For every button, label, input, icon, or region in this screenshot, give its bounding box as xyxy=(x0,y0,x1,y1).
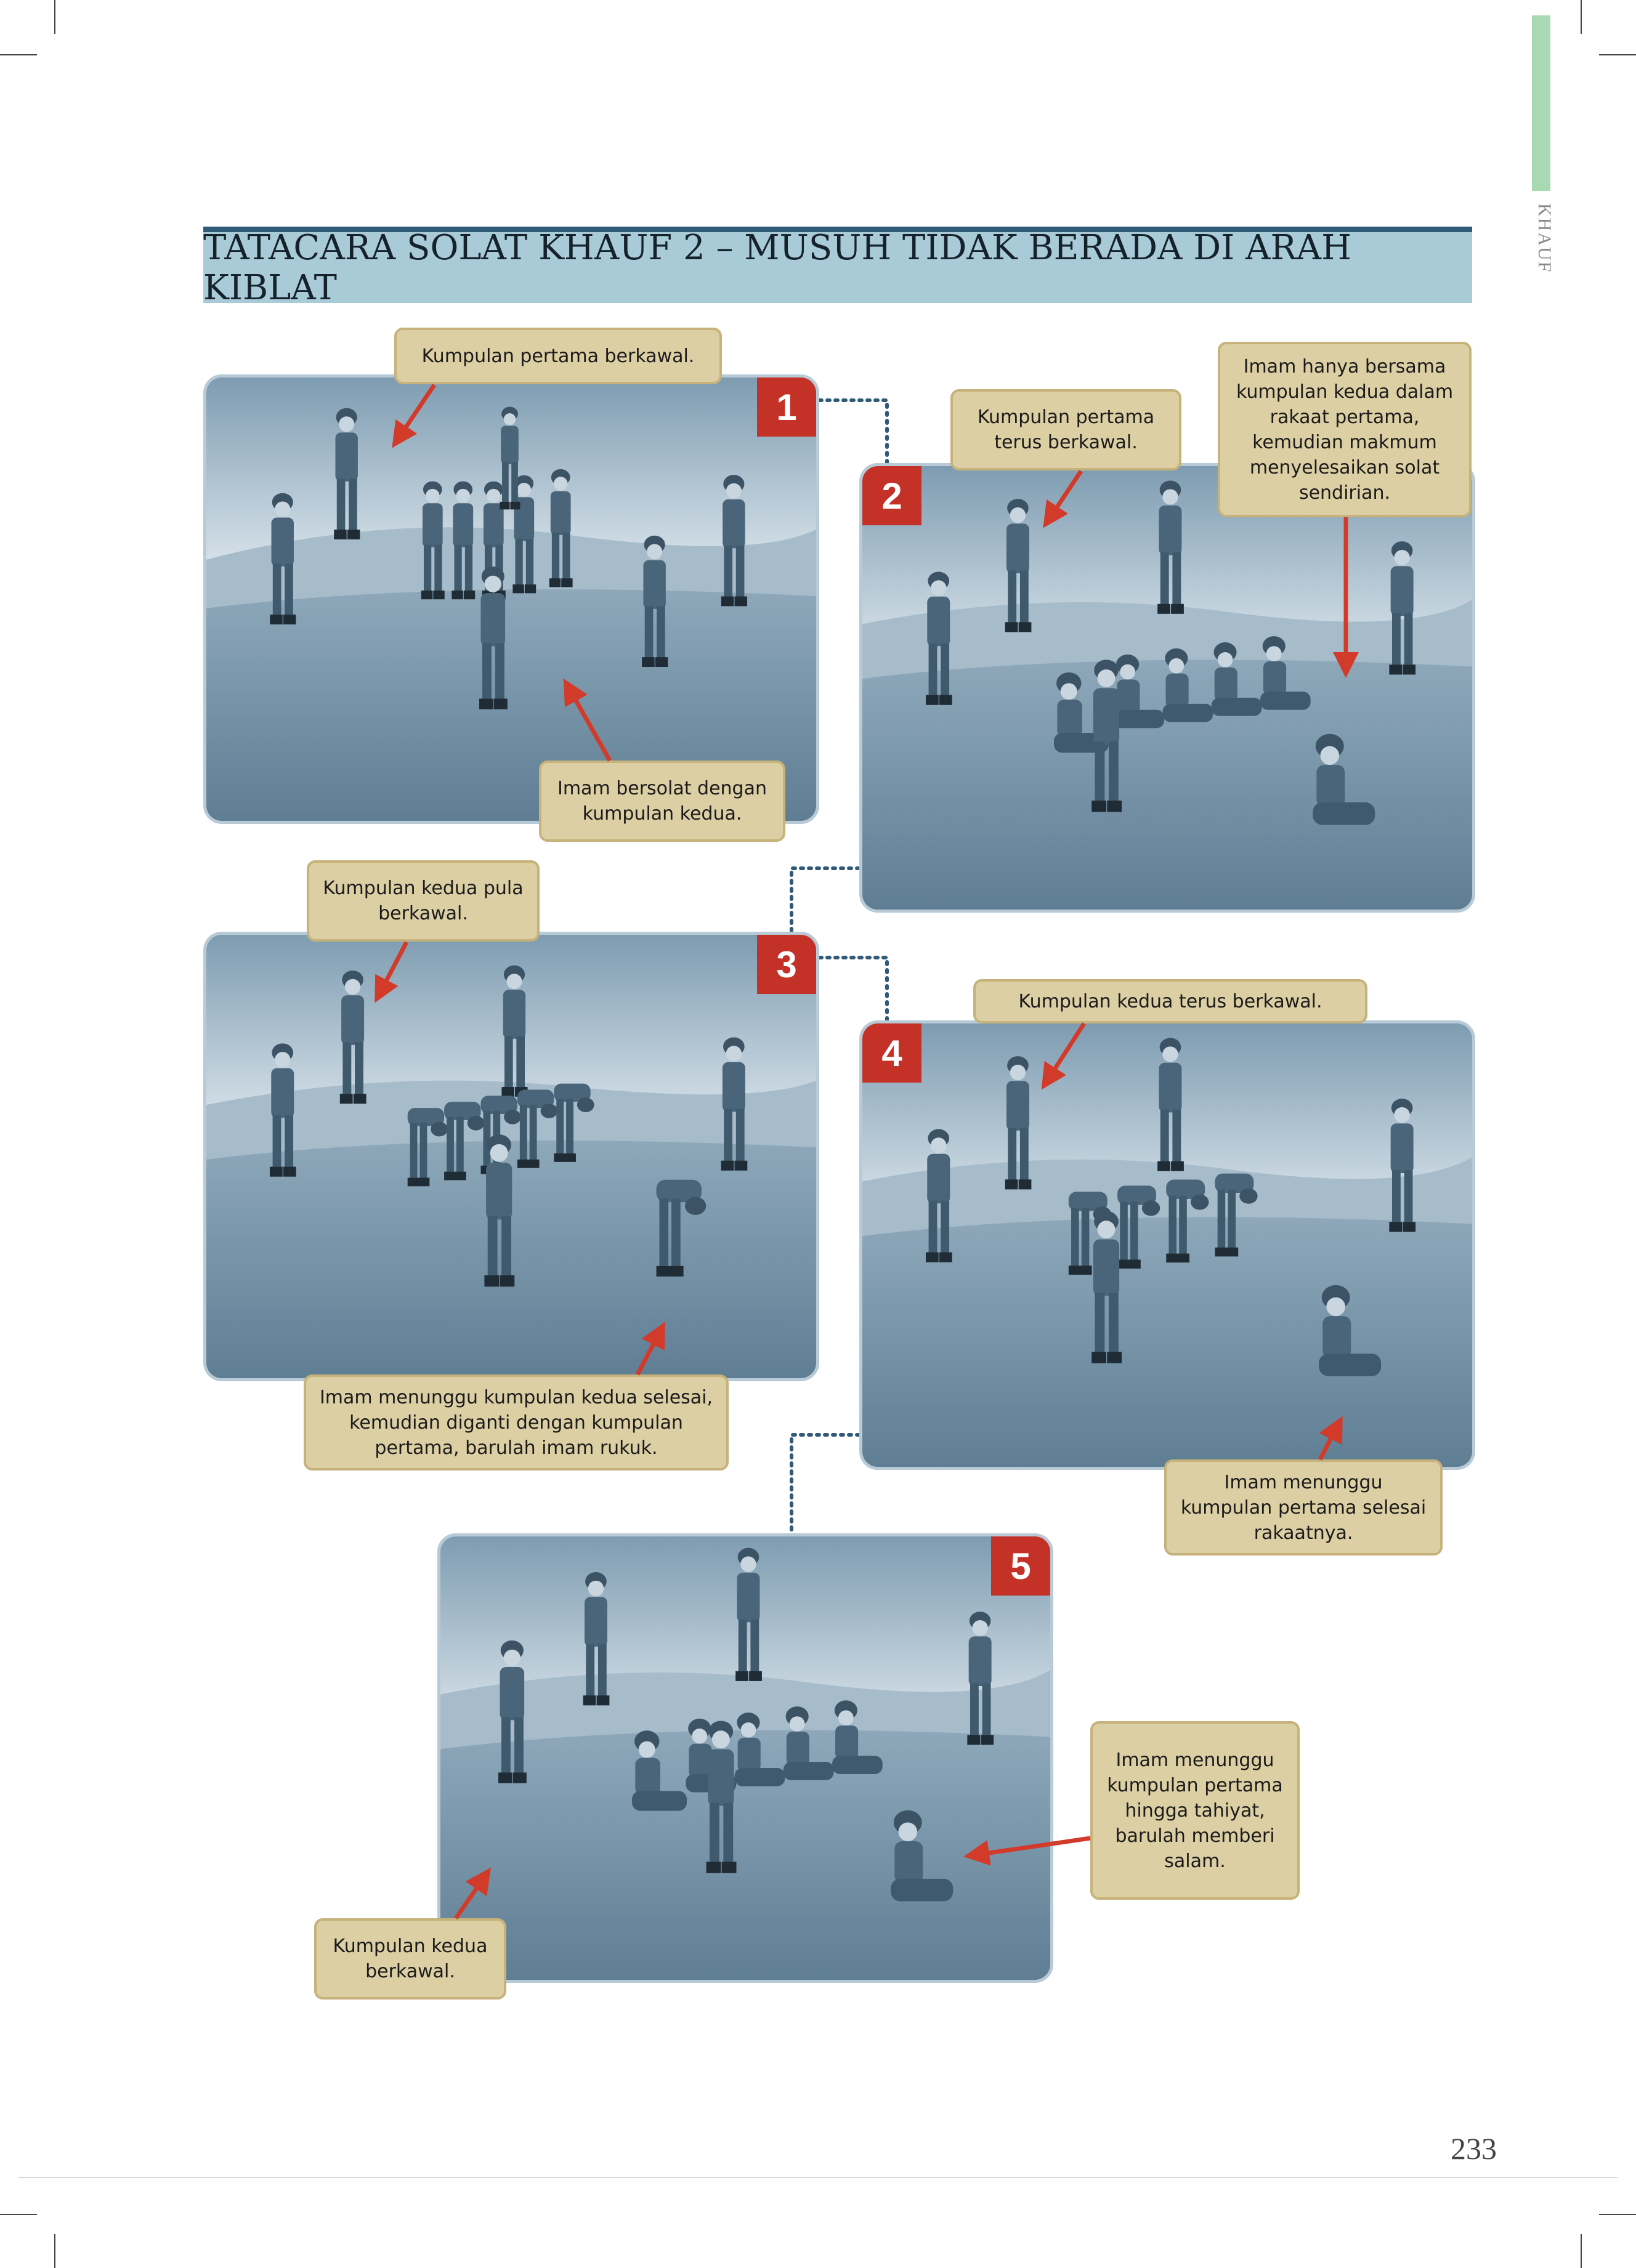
step-number-2: 2 xyxy=(862,466,921,525)
soldiers-scene-image xyxy=(206,377,816,821)
step-number-4: 4 xyxy=(862,1023,921,1083)
step-number-3: 3 xyxy=(757,935,816,994)
panel-5-illustration: 5 xyxy=(437,1533,1053,1983)
callout-p5-guard: Kumpulan kedua berkawal. xyxy=(314,1918,506,2000)
chapter-label: KHAUF xyxy=(1534,203,1555,273)
crop-mark xyxy=(0,54,37,55)
callout-p3-imam: Imam menunggu kumpulan kedua selesai, ke… xyxy=(304,1374,729,1471)
callout-p4-imam: Imam menunggu kumpulan pertama selesai r… xyxy=(1164,1459,1443,1556)
callout-p1-guard: Kumpulan pertama berkawal. xyxy=(394,328,722,384)
step-number-1: 1 xyxy=(757,377,816,437)
crop-mark xyxy=(54,2234,55,2268)
callout-p4-guard: Kumpulan kedua terus berkawal. xyxy=(973,979,1367,1023)
crop-mark xyxy=(1599,54,1636,55)
callout-p2-imam: Imam hanya bersama kumpulan kedua dalam … xyxy=(1218,342,1472,517)
callout-p3-guard: Kumpulan kedua pula berkawal. xyxy=(307,860,540,942)
crop-mark xyxy=(1581,2234,1582,2268)
callout-p2-guard: Kumpulan pertama terus berkawal. xyxy=(950,389,1181,470)
crop-mark xyxy=(1581,0,1582,34)
panel-1-illustration: 1 xyxy=(203,374,819,824)
footer-rule xyxy=(18,2177,1618,2178)
step-number-5: 5 xyxy=(991,1536,1050,1596)
soldiers-scene-image xyxy=(862,466,1472,910)
crop-mark xyxy=(1599,2214,1636,2215)
chapter-tab xyxy=(1532,15,1550,191)
panel-2-illustration: 2 xyxy=(859,463,1475,913)
page-title: TATACARA SOLAT KHAUF 2 – MUSUH TIDAK BER… xyxy=(203,227,1351,308)
panel-3-illustration: 3 xyxy=(203,932,819,1381)
callout-p1-imam: Imam bersolat dengan kumpulan kedua. xyxy=(539,761,785,842)
soldiers-scene-image xyxy=(206,935,816,1378)
callout-p5-imam: Imam menunggu kumpulan pertama hingga ta… xyxy=(1090,1721,1300,1900)
crop-mark xyxy=(0,2214,37,2215)
page-number: 233 xyxy=(1451,2131,1497,2166)
title-bar: TATACARA SOLAT KHAUF 2 – MUSUH TIDAK BER… xyxy=(203,227,1472,308)
soldiers-scene-image xyxy=(440,1536,1050,1980)
crop-mark xyxy=(54,0,55,34)
soldiers-scene-image xyxy=(862,1023,1472,1467)
panel-4-illustration: 4 xyxy=(859,1020,1475,1470)
